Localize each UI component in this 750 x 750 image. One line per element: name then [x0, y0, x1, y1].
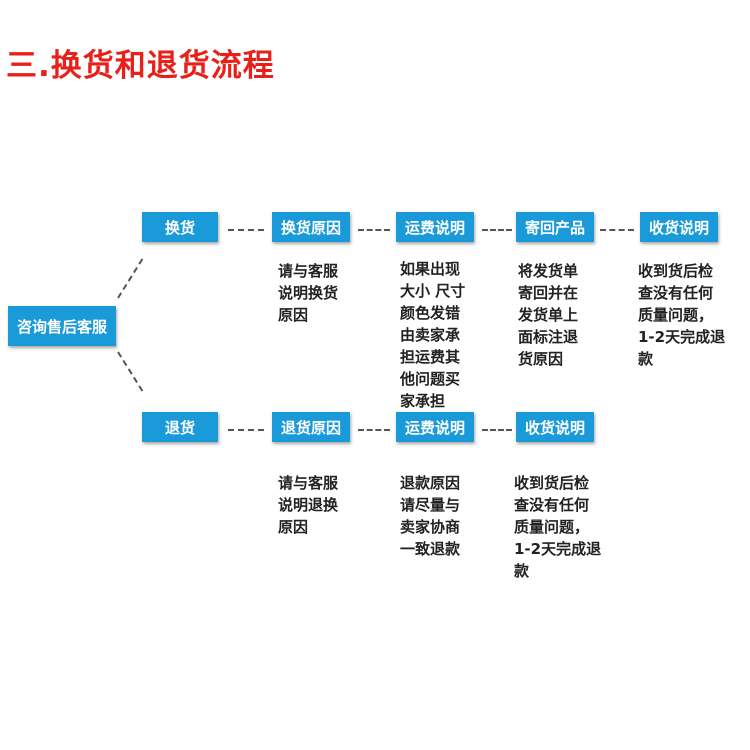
exchange-step-shipping: 运费说明 [396, 212, 474, 242]
refund-desc-receipt: 收到货后检 查没有任何 质量问题， 1-2天完成退 款 [514, 474, 602, 580]
exchange-step-receipt: 收货说明 [640, 212, 718, 242]
exchange-desc-return-product: 将发货单 寄回并在 发货单上 面标注退 货原因 [518, 262, 579, 368]
refund-step-reason: 退货原因 [272, 412, 350, 442]
exchange-step-reason: 换货原因 [272, 212, 350, 242]
exchange-node: 换货 [142, 212, 218, 242]
exchange-step-return-product: 寄回产品 [516, 212, 594, 242]
refund-step-receipt: 收货说明 [516, 412, 594, 442]
page-title: 三.换货和退货流程 [6, 48, 275, 84]
connector-dash [228, 429, 264, 431]
connector-dash [600, 229, 634, 231]
root-node-consult-service: 咨询售后客服 [8, 306, 116, 346]
connector-dash [358, 229, 390, 231]
refund-desc-reason: 请与客服 说明退换 原因 [278, 474, 339, 536]
connector-dash [358, 429, 390, 431]
refund-step-shipping: 运费说明 [396, 412, 474, 442]
exchange-desc-shipping: 如果出现 大小 尺寸 颜色发错 由卖家承 担运费其 他问题买 家承担 [400, 260, 466, 410]
connector-dash [482, 429, 512, 431]
connector-dash [482, 229, 512, 231]
refund-desc-shipping: 退款原因 请尽量与 卖家协商 一致退款 [400, 474, 461, 558]
exchange-desc-reason: 请与客服 说明换货 原因 [278, 262, 339, 324]
exchange-desc-receipt: 收到货后检 查没有任何 质量问题， 1-2天完成退 款 [638, 262, 726, 368]
connector-dash [228, 229, 264, 231]
refund-node: 退货 [142, 412, 218, 442]
